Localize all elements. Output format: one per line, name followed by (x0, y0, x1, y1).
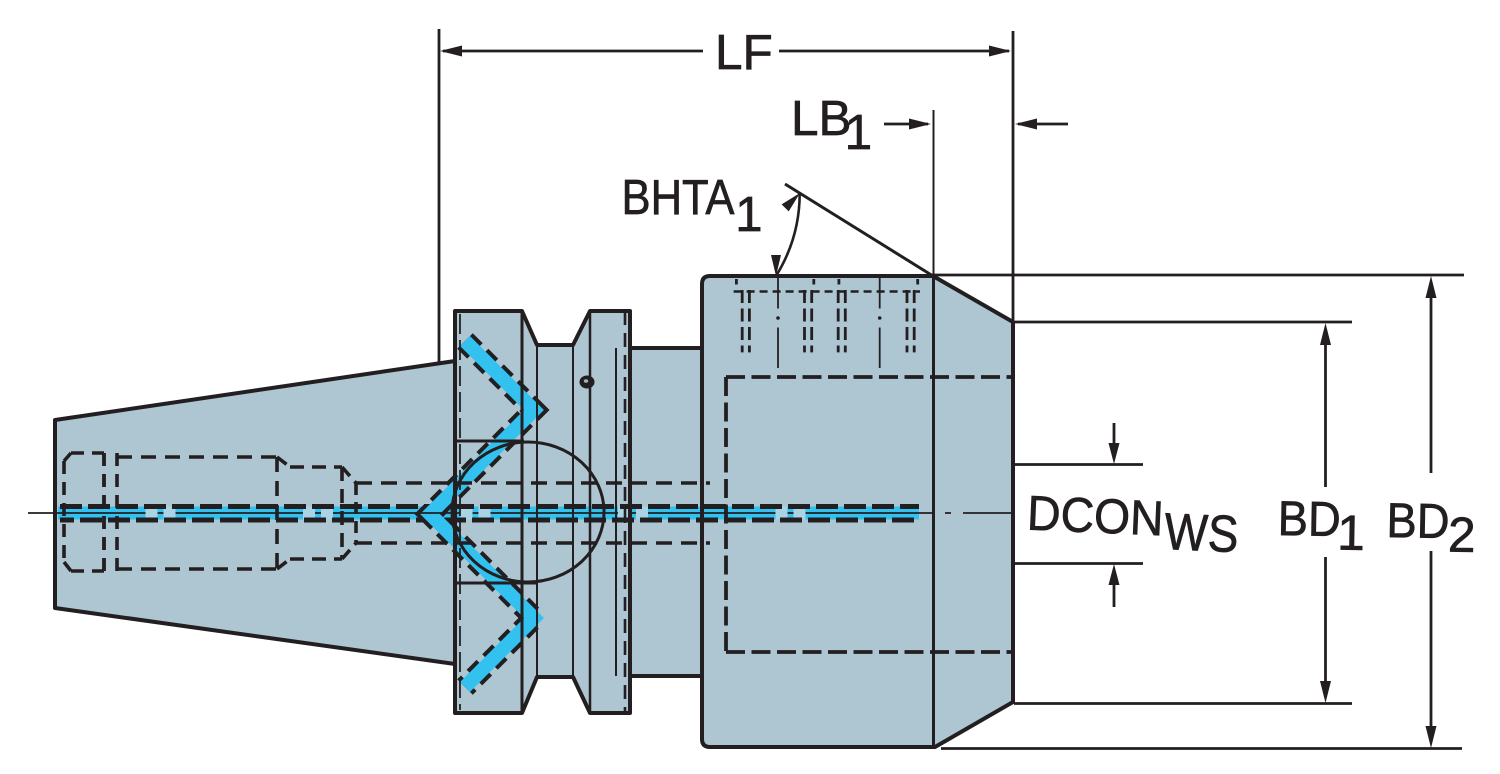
svg-text:WS: WS (1163, 503, 1239, 564)
svg-text:1: 1 (845, 105, 873, 160)
svg-text:LF: LF (715, 25, 773, 80)
svg-text:DCON: DCON (1026, 487, 1165, 547)
svg-text:BD: BD (1386, 494, 1450, 549)
svg-text:BHTA: BHTA (622, 171, 735, 225)
svg-text:BD: BD (1277, 492, 1341, 547)
svg-text:1: 1 (735, 188, 762, 242)
svg-text:LB: LB (791, 91, 852, 146)
svg-text:1: 1 (1337, 506, 1365, 561)
svg-text:2: 2 (1448, 508, 1476, 563)
